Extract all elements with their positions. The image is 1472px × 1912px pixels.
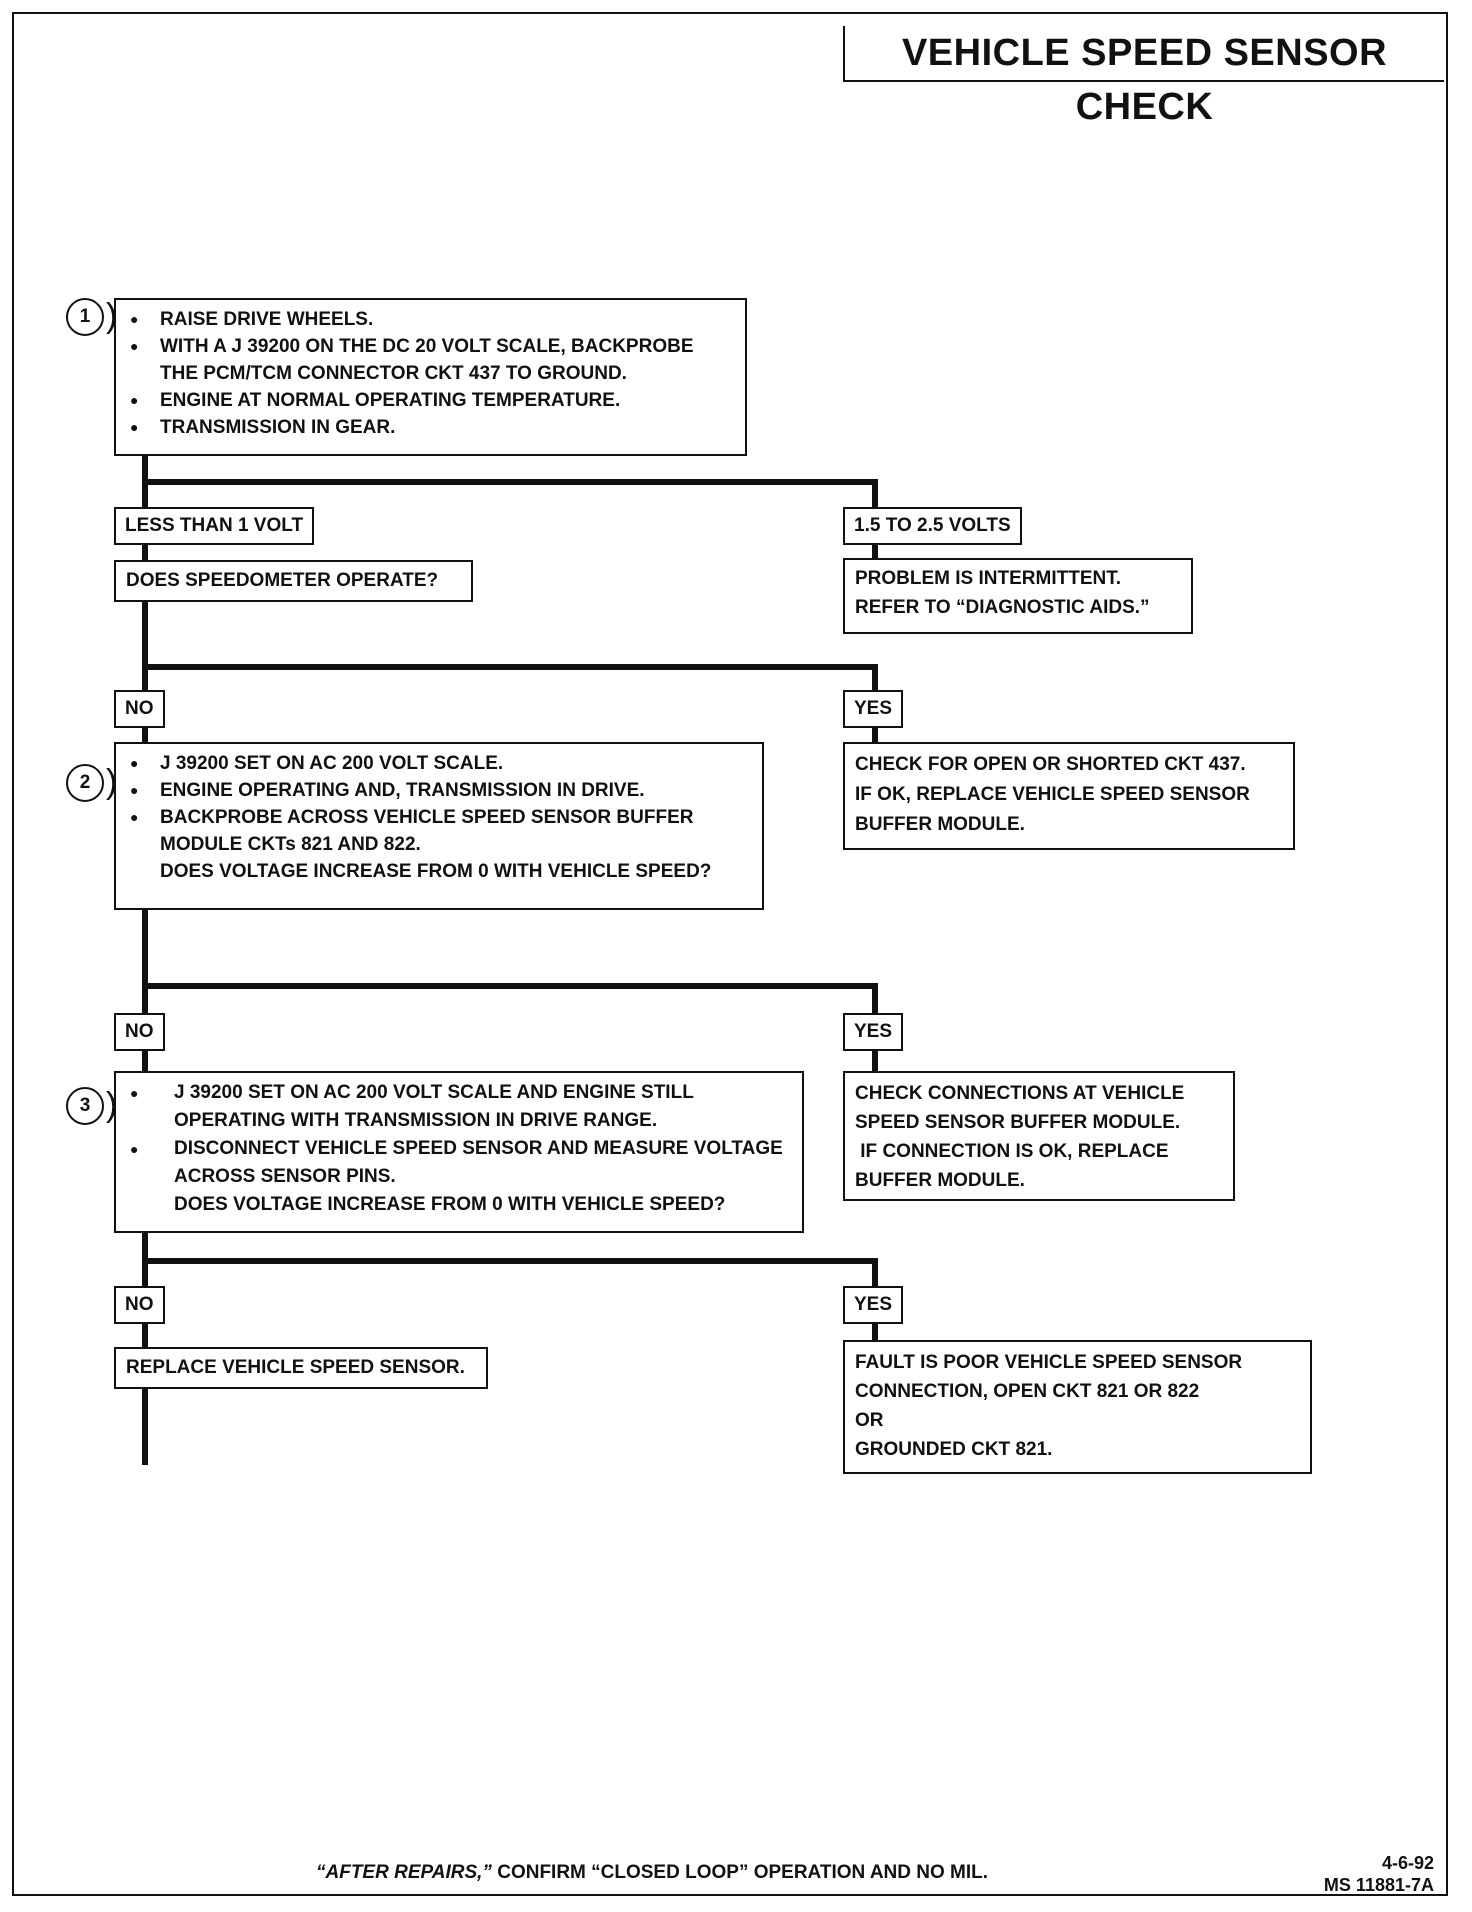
intermittent-line: PROBLEM IS INTERMITTENT. <box>855 568 1121 589</box>
footer-note: “AFTER REPAIRS,” CONFIRM “CLOSED LOOP” O… <box>316 1862 988 1884</box>
step1-bullet: RAISE DRIVE WHEELS. <box>126 306 735 333</box>
replace-sensor-box: REPLACE VEHICLE SPEED SENSOR. <box>114 1347 488 1389</box>
intermittent-box: PROBLEM IS INTERMITTENT. REFER TO “DIAGN… <box>843 558 1193 634</box>
speedometer-question-box: DOES SPEEDOMETER OPERATE? <box>114 560 473 602</box>
yes-label: YES <box>843 690 904 728</box>
connector-line <box>872 983 878 1015</box>
check-ckt437-line: IF OK, REPLACE VEHICLE SPEED SENSOR <box>855 784 1250 805</box>
connector-line <box>872 541 878 560</box>
step3-box: J 39200 SET ON AC 200 VOLT SCALE AND ENG… <box>114 1071 804 1233</box>
step3-bullet: J 39200 SET ON AC 200 VOLT SCALE AND ENG… <box>126 1079 792 1135</box>
fault-poor-line: CONNECTION, OPEN CKT 821 OR 822 <box>855 1381 1200 1402</box>
footer-italic: “AFTER REPAIRS,” <box>316 1862 492 1883</box>
no-label: NO <box>114 1013 165 1051</box>
step3-question: DOES VOLTAGE INCREASE FROM 0 WITH VEHICL… <box>174 1194 726 1215</box>
no-label: NO <box>114 690 165 728</box>
step1-bullet: TRANSMISSION IN GEAR. <box>126 414 735 441</box>
check-connections-line: IF CONNECTION IS OK, REPLACE <box>855 1141 1169 1162</box>
check-connections-line: SPEED SENSOR BUFFER MODULE. <box>855 1112 1181 1133</box>
connector-line <box>142 664 878 670</box>
document-code: MS 11881-7A <box>1323 1875 1434 1895</box>
step2-bullet: ENGINE OPERATING AND, TRANSMISSION IN DR… <box>126 777 752 804</box>
step2-bullet: BACKPROBE ACROSS VEHICLE SPEED SENSOR BU… <box>126 804 752 858</box>
check-connections-line: CHECK CONNECTIONS AT VEHICLE <box>855 1083 1185 1104</box>
connector-line <box>142 1258 878 1264</box>
step2-box: J 39200 SET ON AC 200 VOLT SCALE. ENGINE… <box>114 742 764 910</box>
check-ckt437-box: CHECK FOR OPEN OR SHORTED CKT 437. IF OK… <box>843 742 1295 850</box>
yes-label: YES <box>843 1013 904 1051</box>
check-connections-box: CHECK CONNECTIONS AT VEHICLE SPEED SENSO… <box>843 1071 1235 1201</box>
connector-line <box>872 479 878 509</box>
step-marker-1: 1 <box>66 298 104 336</box>
connector-line <box>142 479 878 485</box>
page-frame <box>12 12 1448 1896</box>
step-marker-2: 2 <box>66 764 104 802</box>
less-than-1-volt-label: LESS THAN 1 VOLT <box>114 507 315 545</box>
check-connections-line: BUFFER MODULE. <box>855 1170 1025 1191</box>
step-bracket: ) <box>106 1086 118 1124</box>
connector-line <box>142 983 878 989</box>
step1-bullet: WITH A J 39200 ON THE DC 20 VOLT SCALE, … <box>126 333 735 387</box>
footer-text: CONFIRM “CLOSED LOOP” OPERATION AND NO M… <box>491 1862 989 1883</box>
fault-poor-box: FAULT IS POOR VEHICLE SPEED SENSOR CONNE… <box>843 1340 1312 1474</box>
check-ckt437-line: CHECK FOR OPEN OR SHORTED CKT 437. <box>855 754 1246 775</box>
step-marker-3: 3 <box>66 1087 104 1125</box>
check-ckt437-line: BUFFER MODULE. <box>855 814 1025 835</box>
step1-bullet: ENGINE AT NORMAL OPERATING TEMPERATURE. <box>126 387 735 414</box>
connector-line <box>872 1047 878 1071</box>
connector-line <box>872 664 878 692</box>
fault-poor-line: GROUNDED CKT 821. <box>855 1439 1053 1460</box>
step3-bullet: DISCONNECT VEHICLE SPEED SENSOR AND MEAS… <box>126 1135 792 1191</box>
no-label: NO <box>114 1286 165 1324</box>
connector-line <box>142 456 148 1465</box>
connector-line <box>872 724 878 744</box>
step-bracket: ) <box>106 763 118 801</box>
document-meta: 4-6-92 MS 11881-7A <box>1324 1852 1434 1896</box>
connector-line <box>872 1258 878 1286</box>
step1-box: RAISE DRIVE WHEELS. WITH A J 39200 ON TH… <box>114 298 747 456</box>
yes-label: YES <box>843 1286 904 1324</box>
connector-line <box>872 1318 878 1340</box>
step2-question: DOES VOLTAGE INCREASE FROM 0 WITH VEHICL… <box>160 861 712 882</box>
step2-bullet: J 39200 SET ON AC 200 VOLT SCALE. <box>126 750 752 777</box>
page-title: VEHICLE SPEED SENSOR CHECK <box>843 26 1444 128</box>
intermittent-line: REFER TO “DIAGNOSTIC AIDS.” <box>855 597 1150 618</box>
step-bracket: ) <box>106 297 118 335</box>
fault-poor-line: FAULT IS POOR VEHICLE SPEED SENSOR <box>855 1352 1243 1373</box>
fault-poor-line: OR <box>855 1410 884 1431</box>
document-date: 4-6-92 <box>1381 1853 1434 1873</box>
range-volts-label: 1.5 TO 2.5 VOLTS <box>843 507 1022 545</box>
